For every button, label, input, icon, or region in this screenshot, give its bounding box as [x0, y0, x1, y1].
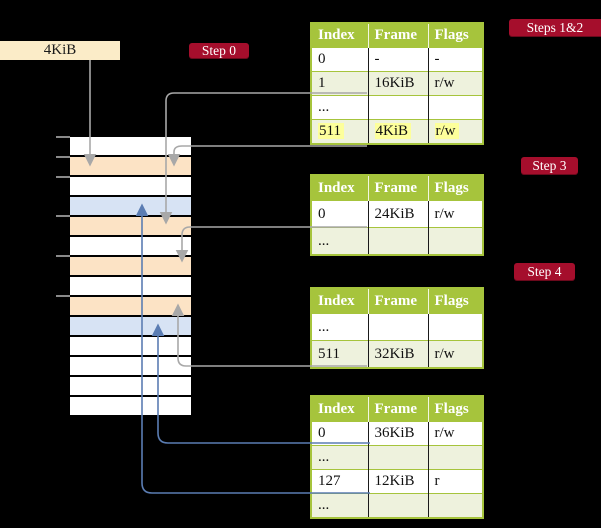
column-header-flags: Flags	[428, 288, 483, 314]
table-header-row: Index Frame Flags	[311, 396, 483, 422]
cell-frame: -	[374, 51, 380, 67]
cell-frame: 24KiB	[374, 205, 415, 222]
table-row: 0 36KiB r/w	[311, 421, 483, 446]
column-header-flags: Flags	[428, 175, 483, 201]
page-size-box: 4KiB	[0, 41, 120, 60]
cell-flags: r/w	[434, 425, 455, 441]
cell-index: 511	[318, 123, 344, 139]
cell-index: ...	[318, 449, 330, 465]
memory-row	[70, 217, 191, 237]
table-row: 0 24KiB r/w	[311, 200, 483, 228]
table-row: ...	[311, 313, 483, 341]
cell-flags: r	[434, 473, 440, 489]
memory-row	[70, 297, 191, 317]
table-row: ...	[311, 227, 483, 255]
column-header-frame: Frame	[368, 175, 429, 201]
memory-row	[70, 317, 191, 337]
memory-row	[70, 257, 191, 277]
column-header-index: Index	[311, 175, 369, 201]
table-row: 511 32KiB r/w	[311, 340, 483, 368]
column-header-frame: Frame	[368, 396, 429, 422]
physical-memory-stack	[70, 137, 191, 415]
table-row: 1 16KiB r/w	[311, 71, 483, 96]
column-header-frame: Frame	[368, 288, 429, 314]
table-row: 127 12KiB r	[311, 469, 483, 494]
table-row: ...	[311, 493, 483, 518]
cell-index: ...	[318, 99, 330, 115]
memory-row	[70, 197, 191, 217]
cell-flags: r/w	[434, 123, 459, 139]
cell-index: ...	[318, 232, 330, 249]
column-header-frame: Frame	[368, 23, 429, 48]
table-row: 0 - -	[311, 47, 483, 72]
memory-tick	[56, 156, 70, 158]
memory-row	[70, 157, 191, 177]
page-table-steps-1-2: Index Frame Flags 0 - - 1 16KiB r/w ... …	[310, 22, 484, 145]
badge-step-0: Step 0	[189, 43, 249, 59]
memory-row	[70, 277, 191, 297]
memory-row	[70, 377, 191, 397]
memory-tick	[56, 136, 70, 138]
cell-flags: -	[434, 51, 440, 67]
cell-index: ...	[318, 318, 330, 335]
table-row: ...	[311, 95, 483, 120]
page-table-last-level: Index Frame Flags 0 36KiB r/w ... 127 12…	[310, 395, 484, 519]
table-header-row: Index Frame Flags	[311, 288, 483, 314]
column-header-index: Index	[311, 23, 369, 48]
cell-index: 0	[318, 425, 326, 441]
column-header-index: Index	[311, 396, 369, 422]
table-row: ...	[311, 445, 483, 470]
table-row-highlighted: 511 4KiB r/w	[311, 119, 483, 144]
column-header-flags: Flags	[428, 23, 483, 48]
memory-tick	[56, 215, 70, 217]
cell-index: 0	[318, 51, 326, 67]
memory-row	[70, 357, 191, 377]
memory-row	[70, 397, 191, 415]
badge-step-4: Step 4	[514, 263, 575, 281]
memory-tick	[56, 255, 70, 257]
page-table-step-4: Index Frame Flags ... 511 32KiB r/w	[310, 287, 484, 369]
memory-row	[70, 237, 191, 257]
memory-tick	[56, 176, 70, 178]
cell-flags: r/w	[434, 345, 455, 362]
column-header-flags: Flags	[428, 396, 483, 422]
memory-row	[70, 137, 191, 157]
cell-frame: 4KiB	[374, 123, 412, 139]
memory-row	[70, 337, 191, 357]
memory-row	[70, 177, 191, 197]
badge-step-3: Step 3	[521, 157, 578, 175]
arrow-4kib-to-frame	[167, 145, 367, 167]
cell-index: 0	[318, 205, 326, 222]
cell-index: 127	[318, 473, 341, 489]
table-header-row: Index Frame Flags	[311, 175, 483, 201]
cell-index: ...	[318, 497, 330, 513]
page-table-step-3: Index Frame Flags 0 24KiB r/w ...	[310, 174, 484, 256]
cell-frame: 16KiB	[374, 75, 415, 91]
cell-frame: 32KiB	[374, 345, 415, 362]
badge-steps-1-2: Steps 1&2	[509, 19, 601, 37]
cell-index: 511	[318, 345, 340, 362]
cell-frame: 12KiB	[374, 473, 415, 489]
cell-index: 1	[318, 75, 326, 91]
cell-frame: 36KiB	[374, 425, 415, 441]
column-header-index: Index	[311, 288, 369, 314]
cell-flags: r/w	[434, 205, 455, 222]
page-size-label: 4KiB	[43, 42, 77, 58]
memory-tick	[56, 295, 70, 297]
cell-flags: r/w	[434, 75, 455, 91]
table-header-row: Index Frame Flags	[311, 23, 483, 48]
